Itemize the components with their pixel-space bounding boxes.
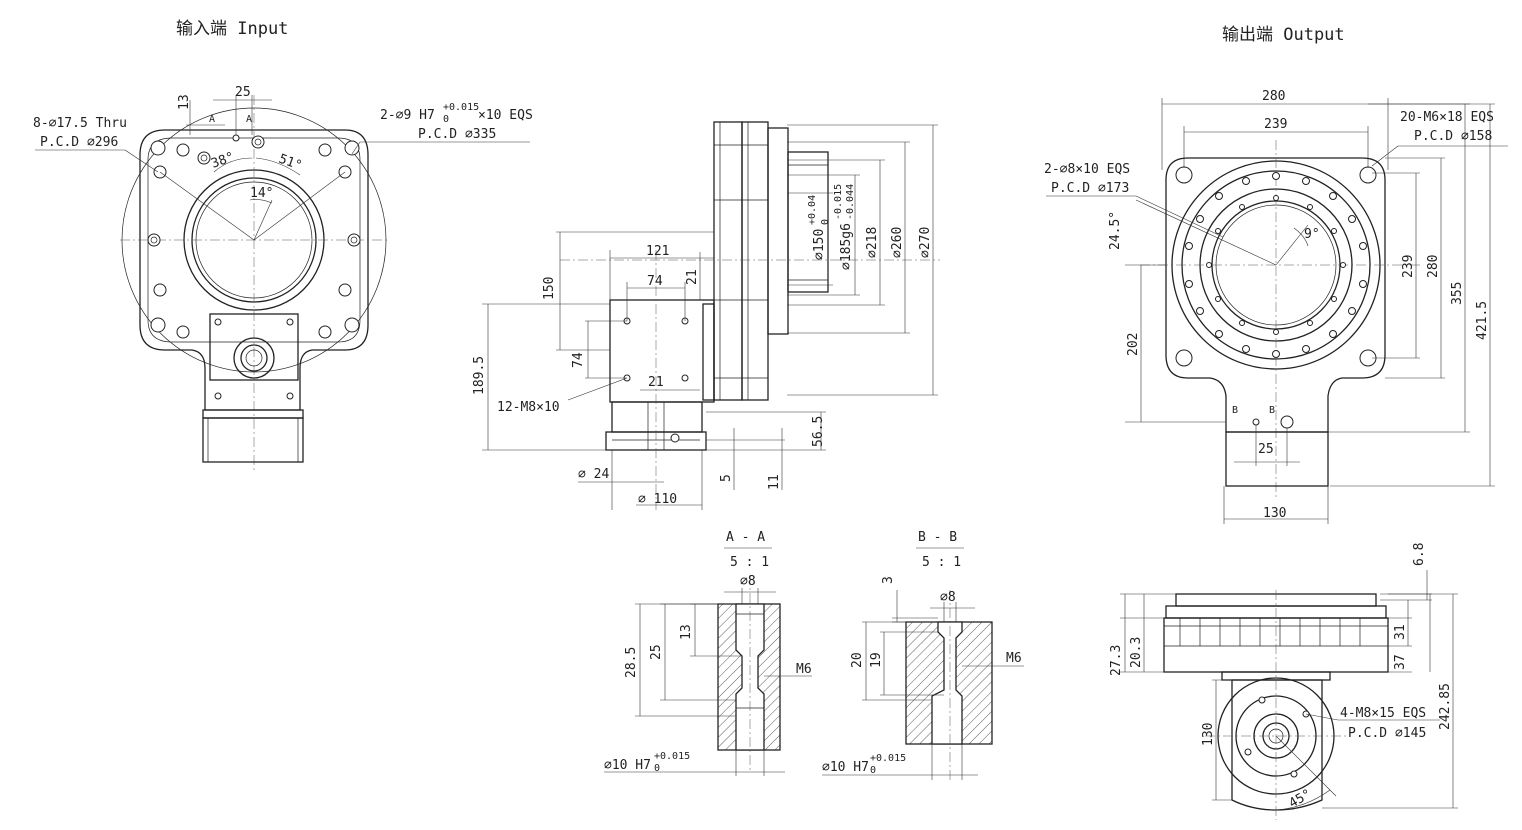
dim-5: 5 (719, 474, 734, 482)
section-aa-dim-25: 25 (649, 644, 664, 660)
angle-14: 14° (250, 186, 273, 201)
dim-d185-tol-lo: -0.044 (845, 184, 856, 220)
section-aa-dim-13: 13 (679, 624, 694, 640)
dim-d260: ⌀260 (890, 227, 905, 258)
dim-21-bottom: 21 (648, 375, 664, 390)
bottom-side-view (1120, 570, 1458, 820)
section-bb-scale: 5 : 1 (922, 555, 961, 570)
section-bb-m6: M6 (1006, 651, 1022, 666)
angle-24-5: 24.5° (1108, 211, 1123, 250)
dim-25: 25 (235, 85, 251, 100)
dim-d24: ⌀ 24 (578, 467, 609, 482)
holes-note-line2: P.C.D ⌀296 (40, 135, 118, 150)
note-2-d8: 2-⌀8×10 EQS (1044, 162, 1130, 177)
section-aa-bottom-c: 0 (654, 763, 660, 774)
output-end-view (1046, 98, 1508, 524)
input-title: 输入端 Input (176, 19, 288, 39)
dim-27-3: 27.3 (1109, 645, 1124, 676)
dim-37: 37 (1393, 654, 1408, 670)
dim-421-5: 421.5 (1475, 301, 1490, 340)
dim-d185-tol-up: -0.015 (833, 184, 844, 220)
section-bb-bottom-a: ⌀10 H7 (822, 760, 869, 775)
dim-130-bottom: 130 (1201, 723, 1216, 746)
angle-38: 38° (209, 150, 236, 172)
section-aa-drawing (604, 575, 812, 776)
section-bb-title: B - B (918, 530, 957, 545)
note-pcd-173: P.C.D ⌀173 (1051, 181, 1129, 196)
dim-121: 121 (646, 244, 669, 259)
section-bb-dim-3: 3 (881, 576, 896, 584)
dim-21-top: 21 (685, 269, 700, 285)
note-pcd-158: P.C.D ⌀158 (1414, 129, 1492, 144)
pin-note-pcd: P.C.D ⌀335 (418, 127, 496, 142)
dim-355: 355 (1450, 282, 1465, 305)
dim-20-3: 20.3 (1129, 637, 1144, 668)
angle-51: 51° (277, 152, 304, 174)
dim-239: 239 (1264, 117, 1287, 132)
pin-note-d: ×10 EQS (478, 108, 533, 123)
dim-280-vertical: 280 (1426, 255, 1441, 278)
input-end-view (35, 95, 530, 470)
section-aa-m6: M6 (796, 662, 812, 677)
section-aa-d8: ⌀8 (740, 574, 756, 589)
pin-note-tol-up: +0.015 (443, 102, 479, 113)
dim-74-horizontal: 74 (647, 274, 663, 289)
dim-150: 150 (542, 277, 557, 300)
dim-202: 202 (1126, 333, 1141, 356)
dim-25-output: 25 (1258, 442, 1274, 457)
section-bb-bottom-b: +0.015 (870, 753, 906, 764)
dim-d218: ⌀218 (865, 227, 880, 258)
dim-d150-tol-lo: 0 (820, 219, 831, 225)
outer-hole-ring (1185, 172, 1367, 358)
dim-189-5: 189.5 (472, 356, 487, 395)
section-mark-b-left: B (1232, 405, 1238, 416)
note-12-m8: 12-M8×10 (497, 400, 560, 415)
inner-hole-ring (1206, 195, 1346, 335)
pin-note-a: 2-⌀9 H7 (380, 108, 435, 123)
dim-31: 31 (1393, 624, 1408, 640)
angle-9: 9° (1304, 227, 1320, 242)
section-bb-drawing (822, 590, 1024, 780)
dim-d270: ⌀270 (918, 227, 933, 258)
section-mark-b-right: B (1269, 405, 1275, 416)
dim-239-vertical: 239 (1401, 255, 1416, 278)
dim-242-85: 242.85 (1438, 683, 1453, 730)
note-4-m8: 4-M8×15 EQS (1340, 706, 1426, 721)
dim-13: 13 (177, 94, 192, 110)
section-aa-dim-28-5: 28.5 (624, 647, 639, 678)
section-mark-a-left: A (209, 114, 215, 125)
section-bb-d8: ⌀8 (940, 590, 956, 605)
dim-d110: ⌀ 110 (638, 492, 677, 507)
section-aa-title: A - A (726, 530, 765, 545)
dim-d185: ⌀185g6 (839, 223, 854, 270)
section-bb-bottom-c: 0 (870, 765, 876, 776)
dim-6-8: 6.8 (1412, 543, 1427, 566)
note-pcd-145: P.C.D ⌀145 (1348, 726, 1426, 741)
section-mark-a-right: A (246, 114, 252, 125)
dim-d150: ⌀150 (812, 229, 827, 260)
dim-280: 280 (1262, 89, 1285, 104)
holes-note-line1: 8-⌀17.5 Thru (33, 116, 127, 131)
section-aa-bottom-a: ⌀10 H7 (604, 758, 651, 773)
side-view (482, 121, 940, 510)
section-bb-dim-20: 20 (850, 652, 865, 668)
dim-130-output: 130 (1263, 506, 1286, 521)
dim-56-5: 56.5 (811, 416, 826, 447)
section-aa-scale: 5 : 1 (730, 555, 769, 570)
section-aa-bottom-b: +0.015 (654, 751, 690, 762)
dim-74-vertical: 74 (571, 352, 586, 368)
dim-d150-tol-up: +0.04 (807, 195, 818, 225)
output-title: 输出端 Output (1222, 25, 1345, 45)
dim-11: 11 (767, 474, 782, 490)
pin-note-tol-lo: 0 (443, 114, 449, 125)
note-20-m6: 20-M6×18 EQS (1400, 110, 1494, 125)
section-bb-dim-19: 19 (869, 652, 884, 668)
